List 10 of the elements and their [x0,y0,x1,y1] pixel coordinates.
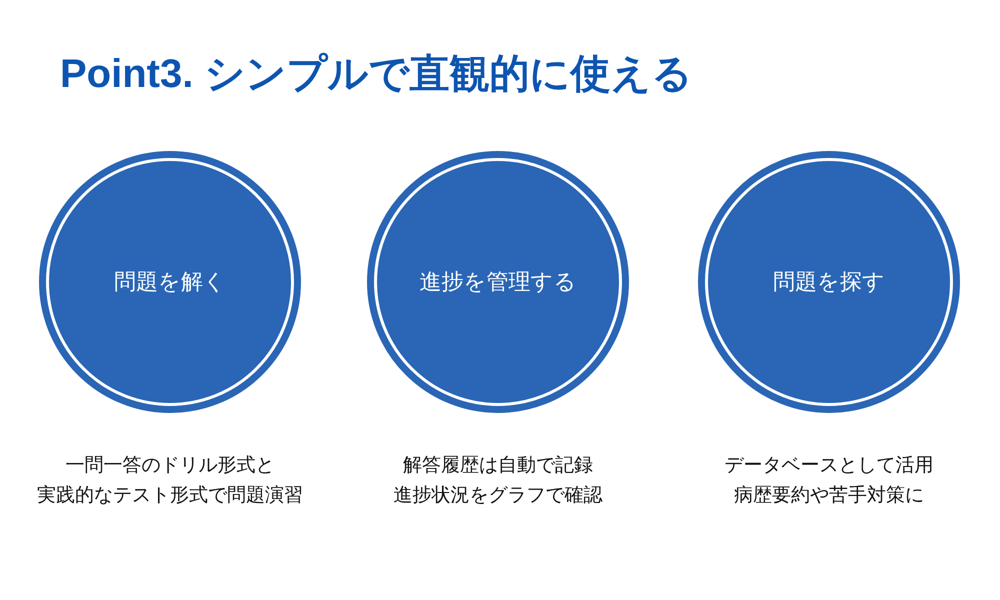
node-label: 進捗を管理する [420,269,576,297]
caption-text: 一問一答のドリル形式と [66,453,274,478]
node-label: 問題を解く [114,269,226,297]
caption-text: 病歴要約や苦手対策に [734,483,924,508]
title: Point3. シンプルで直観的に使える [60,51,692,98]
caption-text: 実践的なテスト形式で問題演習 [37,483,303,508]
node-label: 問題を探す [773,269,885,297]
caption-text: 進捗状況をグラフで確認 [394,483,602,508]
caption-text: 解答履歴は自動で記録 [403,453,593,478]
caption-text: データベースとして活用 [724,453,934,478]
